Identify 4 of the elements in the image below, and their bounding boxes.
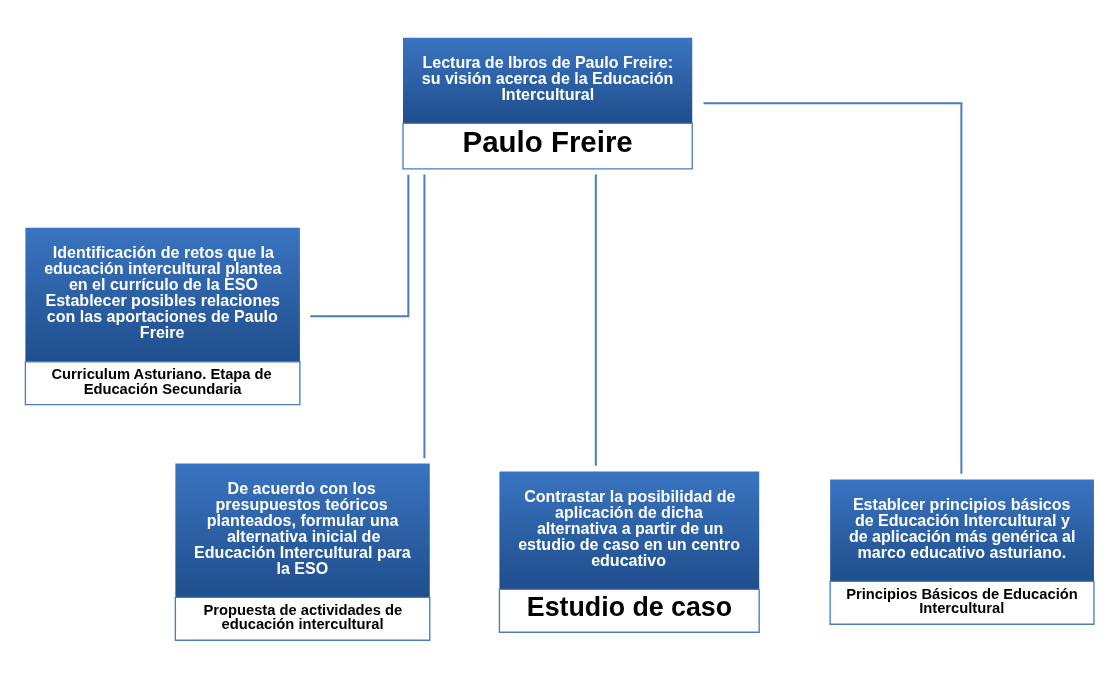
connector [703,101,963,474]
connector [310,174,410,317]
connector [423,173,426,458]
connector [594,173,597,466]
